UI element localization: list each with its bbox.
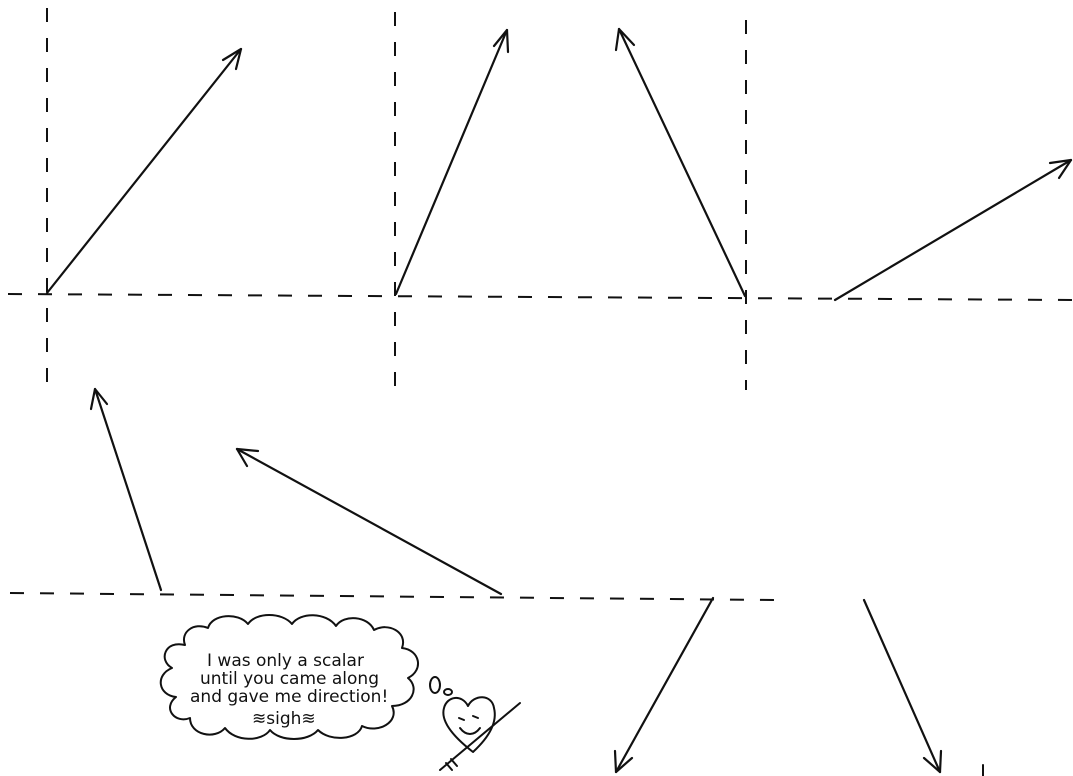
vector-arrow-4 bbox=[835, 160, 1071, 300]
bubble-line-3: and gave me direction! bbox=[190, 687, 388, 707]
vector-arrow-2 bbox=[396, 30, 508, 294]
heart-with-arrow-icon bbox=[440, 697, 520, 770]
thought-bubble-small-icon bbox=[444, 689, 452, 695]
bubble-line-4: ≋sigh≋ bbox=[252, 709, 316, 729]
thought-bubble-large-icon bbox=[430, 677, 440, 693]
vector-arrow-6 bbox=[237, 449, 501, 594]
horizontal-axis-top bbox=[8, 294, 1073, 300]
bubble-line-1: I was only a scalar bbox=[207, 651, 364, 671]
vector-arrow-1 bbox=[47, 49, 241, 293]
bubble-line-2: until you came along bbox=[200, 669, 379, 689]
vector-arrow-8 bbox=[864, 600, 941, 772]
vector-arrow-7 bbox=[615, 598, 713, 772]
thought-cloud: I was only a scalar until you came along… bbox=[161, 615, 418, 739]
horizontal-axis-bottom bbox=[10, 593, 775, 600]
vector-arrow-5 bbox=[91, 389, 161, 590]
vector-arrow-3 bbox=[616, 29, 745, 296]
